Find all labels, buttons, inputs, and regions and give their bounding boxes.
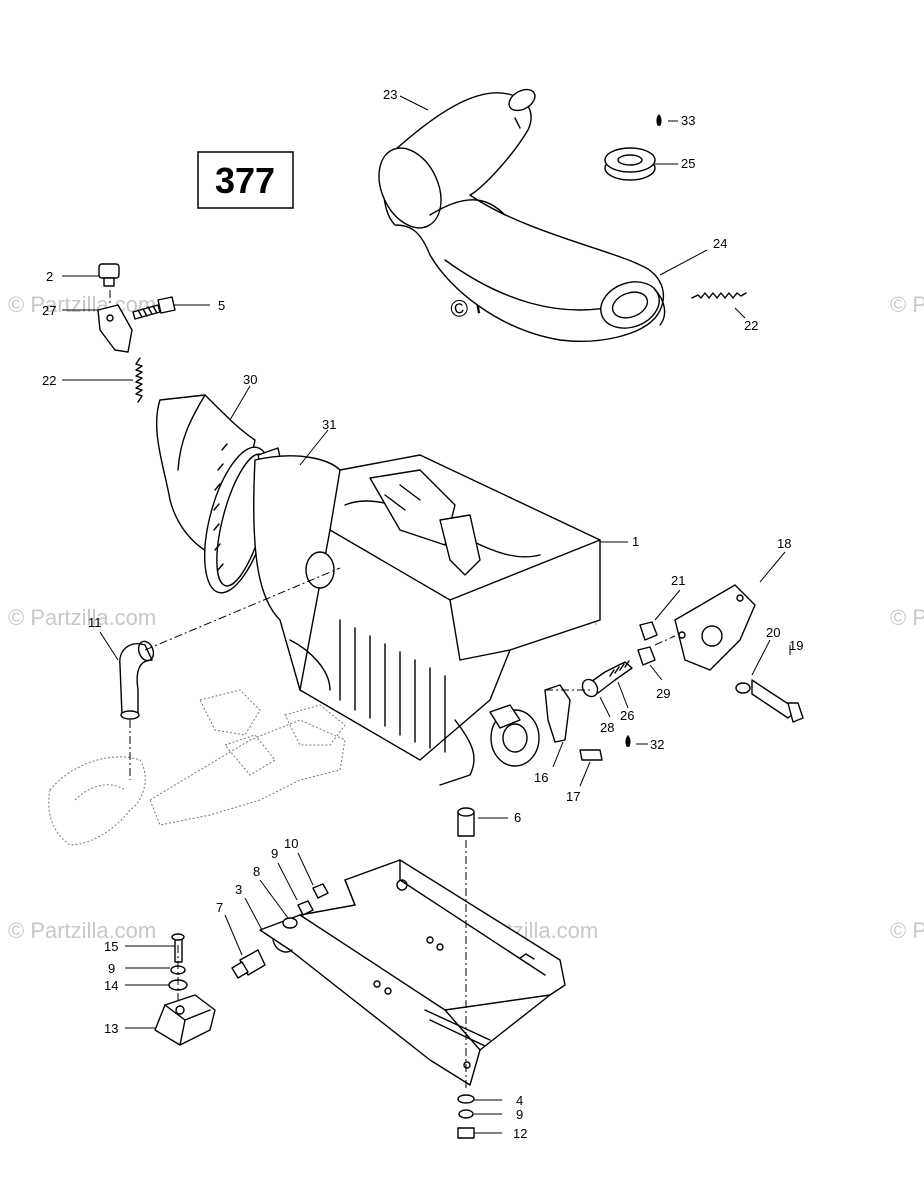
callout-1: 1 — [632, 534, 639, 549]
leader-lines — [62, 95, 791, 1134]
callout-9-bottom: 9 — [516, 1107, 523, 1122]
callout-27: 27 — [42, 303, 56, 318]
exhaust-pipe — [378, 88, 666, 342]
callout-22-right: 22 — [744, 318, 758, 333]
callout-23: 23 — [383, 87, 397, 102]
bracket-parts-topleft — [97, 263, 176, 353]
callout-14: 14 — [104, 978, 118, 993]
callout-8: 8 — [253, 864, 260, 879]
callout-9-left: 9 — [108, 961, 115, 976]
callout-16: 16 — [534, 770, 548, 785]
callout-3: 3 — [235, 882, 242, 897]
watermark-text: © Partzilla.com — [8, 605, 156, 630]
callout-12: 12 — [513, 1126, 527, 1141]
watermark-text: © Partzilla.com — [8, 292, 156, 317]
diagram-number-box: 377 — [197, 151, 294, 209]
spring-left — [135, 357, 143, 403]
callout-6: 6 — [514, 810, 521, 825]
callout-33: 33 — [681, 113, 695, 128]
mounting-plate-parts — [544, 584, 804, 761]
engine-mount-plate — [259, 859, 566, 1086]
callout-32: 32 — [650, 737, 664, 752]
callout-5: 5 — [218, 298, 225, 313]
bottom-fasteners — [457, 1094, 475, 1139]
callout-30: 30 — [243, 372, 257, 387]
rubber-mount-parts — [231, 883, 329, 979]
spring-right — [691, 292, 747, 299]
callout-4: 4 — [516, 1093, 523, 1108]
watermark-text: © Partzilla.com — [8, 918, 156, 943]
callout-22-left: 22 — [42, 373, 56, 388]
callout-28: 28 — [600, 720, 614, 735]
callout-25: 25 — [681, 156, 695, 171]
grommet — [604, 114, 662, 181]
callout-17: 17 — [566, 789, 580, 804]
exhaust-manifold-ghost — [48, 689, 346, 846]
callout-11: 11 — [88, 615, 102, 630]
callout-13: 13 — [104, 1021, 118, 1036]
centerlines — [109, 290, 676, 1090]
callout-10: 10 — [284, 836, 298, 851]
callout-21: 21 — [671, 573, 685, 588]
callout-29: 29 — [656, 686, 670, 701]
callout-31: 31 — [322, 417, 336, 432]
diagram-number: 377 — [215, 160, 275, 201]
spacer — [457, 807, 475, 837]
callout-9-upper: 9 — [271, 846, 278, 861]
mount-bracket-left — [154, 933, 216, 1046]
callout-labels: 23 33 25 24 22 2 5 27 22 30 31 1 18 21 2… — [42, 87, 803, 1141]
watermark-text: © Partzilla.com — [890, 918, 924, 943]
callout-20: 20 — [766, 625, 780, 640]
engine-assembly — [155, 394, 601, 786]
elbow-fitting — [119, 640, 155, 720]
watermark-text: © Partzilla.com — [890, 292, 924, 317]
watermark-text: © Partzilla.com — [890, 605, 924, 630]
callout-24: 24 — [713, 236, 727, 251]
callout-18: 18 — [777, 536, 791, 551]
callout-15: 15 — [104, 939, 118, 954]
callout-7: 7 — [216, 900, 223, 915]
callout-19: 19 — [789, 638, 803, 653]
callout-2: 2 — [46, 269, 53, 284]
callout-26: 26 — [620, 708, 634, 723]
